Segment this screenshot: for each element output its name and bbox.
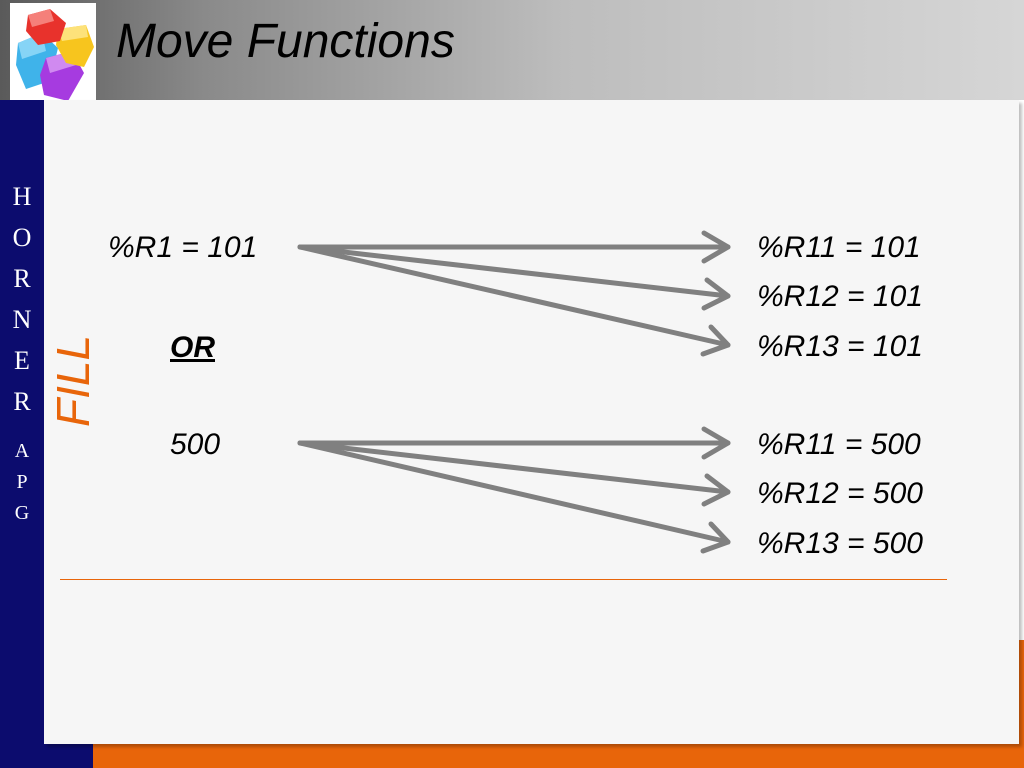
arrow	[297, 440, 731, 507]
target-value: %R13 = 500	[757, 527, 923, 560]
arrow	[297, 426, 731, 460]
brand-letter: R	[13, 387, 31, 416]
target-value: %R13 = 101	[757, 330, 923, 363]
content-panel	[44, 100, 1019, 744]
left-side-bar	[0, 100, 44, 768]
header-bar	[0, 0, 1024, 100]
bottom-accent-bar	[44, 744, 1024, 768]
brand-sub-letter: A	[14, 440, 30, 462]
source-value-2: 500	[170, 428, 221, 461]
or-label: OR	[170, 331, 215, 364]
slide-title: Move Functions	[116, 15, 455, 68]
right-accent-strip	[1019, 640, 1024, 744]
source-value-1: %R1 = 101	[108, 231, 258, 264]
brand-letter: E	[14, 346, 30, 375]
brand-letter: H	[12, 182, 32, 211]
target-value: %R12 = 500	[757, 477, 923, 510]
brand-letter: N	[12, 305, 32, 334]
brand-sub-letter: P	[16, 471, 28, 493]
target-value: %R12 = 101	[757, 280, 923, 313]
brand-letter: R	[13, 264, 31, 293]
logo-icon	[10, 3, 96, 108]
divider-line	[60, 579, 947, 580]
target-value: %R11 = 500	[757, 428, 921, 461]
arrow	[297, 244, 731, 311]
arrow	[297, 440, 731, 554]
target-value: %R11 = 101	[757, 231, 921, 264]
arrow	[297, 230, 731, 264]
bottom-navy-block	[44, 744, 93, 768]
brand-sub-letter: G	[14, 502, 30, 524]
brand-vertical-text: H O R N E R A P G	[0, 176, 44, 529]
arrow	[297, 244, 731, 357]
brand-letter: O	[12, 223, 32, 252]
